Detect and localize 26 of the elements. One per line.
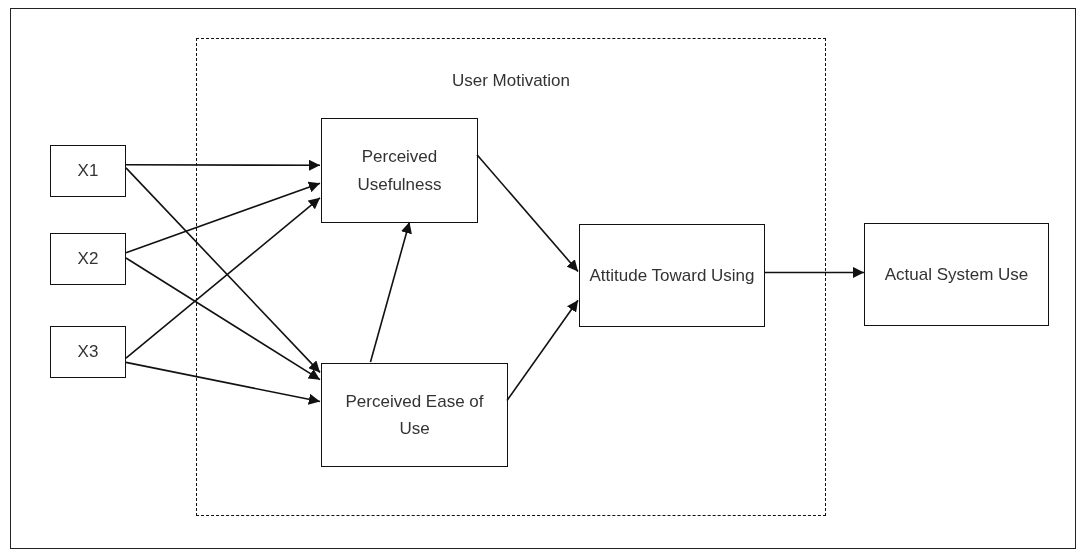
concept-box bbox=[864, 223, 1049, 326]
concept-box bbox=[50, 326, 126, 378]
arrow bbox=[125, 257, 321, 381]
arrow bbox=[125, 167, 321, 374]
concept-box bbox=[50, 233, 126, 285]
box-label: X1 bbox=[77, 160, 99, 183]
box-label: X3 bbox=[77, 341, 99, 364]
arrow bbox=[125, 159, 321, 171]
group-heading: User Motivation bbox=[451, 70, 571, 92]
group-box bbox=[196, 38, 826, 516]
concept-box bbox=[321, 118, 478, 223]
arrow bbox=[763, 266, 865, 279]
arrow bbox=[125, 361, 321, 405]
box-label: Actual System Use bbox=[884, 263, 1029, 286]
concept-box bbox=[321, 363, 508, 467]
box-label: Attitude Toward Using bbox=[589, 264, 755, 287]
arrow bbox=[369, 221, 412, 363]
box-label: X2 bbox=[77, 248, 99, 271]
box-label: Perceived Usefulness bbox=[356, 146, 443, 196]
arrow bbox=[506, 299, 579, 402]
box-label: Perceived Ease of Use bbox=[344, 390, 485, 440]
arrow bbox=[125, 181, 321, 254]
concept-box bbox=[579, 224, 765, 327]
concept-box bbox=[50, 145, 126, 197]
arrow bbox=[476, 154, 579, 273]
arrow bbox=[125, 197, 321, 360]
